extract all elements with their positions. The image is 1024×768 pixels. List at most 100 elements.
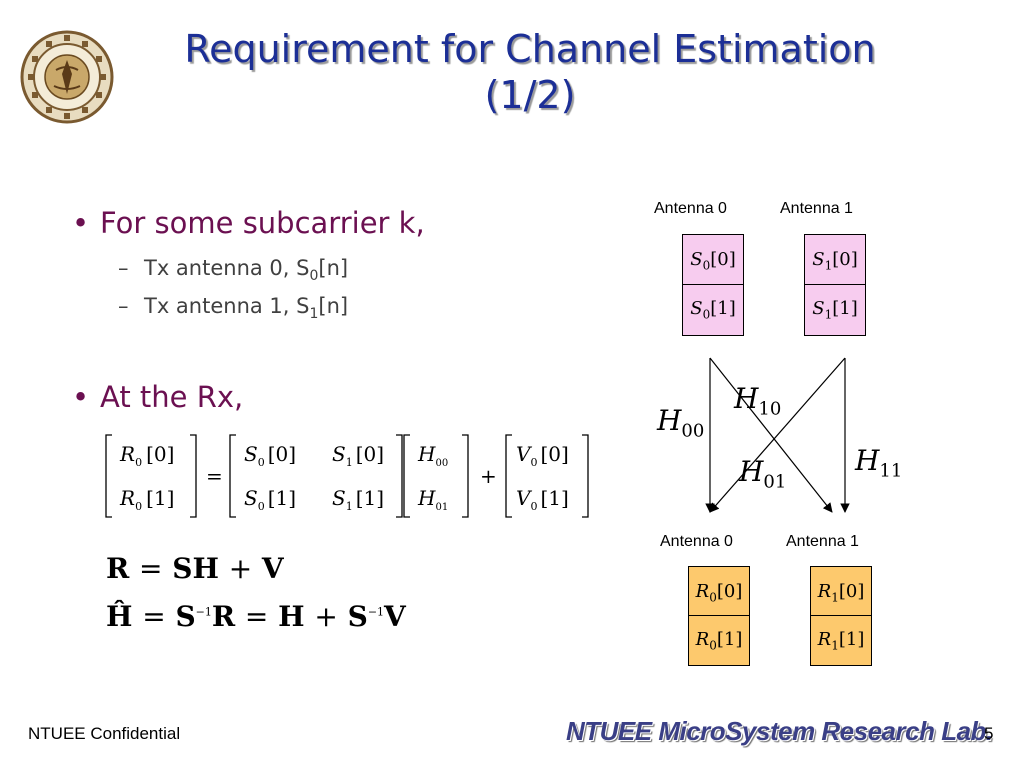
eq2-plus: + [314, 600, 338, 633]
s-idx: [0] [268, 442, 296, 466]
footer-confidential: NTUEE Confidential [28, 724, 181, 743]
tx-antenna-1-symbols: S1[0] S1[1] [804, 234, 866, 336]
eq2-inverse-2: −1 [367, 605, 385, 619]
sym: R [695, 581, 710, 602]
s-sub: 1 [346, 500, 353, 513]
sub-bullet-prefix: Tx antenna 1, S [144, 294, 310, 318]
sub-bullet-tx1: –Tx antenna 1, S1[n] [118, 294, 348, 322]
h-sub: 01 [435, 502, 448, 513]
sym-sub: 1 [824, 307, 833, 322]
sym-idx: [0] [832, 249, 858, 270]
r-sym: R [119, 486, 135, 510]
eq1-rhs: SH [172, 552, 219, 585]
v-sub: 0 [530, 500, 537, 513]
tx-antenna-1-label: Antenna 1 [780, 200, 853, 217]
sym: S [812, 298, 825, 319]
v-sym: V [516, 486, 533, 510]
sym-sub: 0 [709, 638, 717, 653]
svg-text:H01: H01 [417, 486, 448, 513]
sym-idx: [1] [710, 298, 736, 319]
tx-symbol-cell: S0[1] [683, 285, 743, 335]
h-sym: H [417, 442, 436, 466]
s-idx: [0] [356, 442, 384, 466]
svg-text:R0[0]: R0[0] [119, 442, 174, 469]
matrix-equation: R0[0] R0[1] = S0[0] S1[0] S0[1] S1[1] H0… [105, 434, 589, 518]
sym-sub: 0 [709, 590, 717, 605]
channel-label-h00: H00 [657, 404, 705, 442]
sym: S [690, 249, 703, 270]
s-idx: [1] [268, 486, 296, 510]
rx-symbol-cell: R0[0] [689, 567, 749, 616]
sym: R [695, 629, 710, 650]
eq2-s2: S [347, 600, 368, 633]
svg-text:V0[0]: V0[0] [516, 442, 569, 469]
sub-bullet-suffix: [n] [318, 294, 349, 318]
sym-sub: 1 [824, 258, 833, 273]
r-sub: 0 [135, 500, 142, 513]
tx-symbol-cell: S1[0] [805, 235, 865, 285]
svg-text:H00: H00 [417, 442, 448, 469]
svg-text:S1[1]: S1[1] [332, 486, 384, 513]
v-sub: 0 [530, 456, 537, 469]
bullet-dot-icon: • [72, 206, 90, 240]
channel-arrows [705, 357, 850, 513]
channel-label-h01: H01 [739, 455, 787, 493]
svg-text:V0[1]: V0[1] [516, 486, 569, 513]
channel-label-h11: H11 [855, 444, 903, 482]
svg-text:R0[1]: R0 [1] [119, 486, 174, 513]
sym-idx: [0] [838, 581, 865, 602]
sym: R [817, 629, 832, 650]
v-sym: V [516, 442, 533, 466]
dash-icon: – [118, 294, 129, 318]
sub-bullet-subscript: 1 [309, 306, 319, 323]
s-sym: S [244, 442, 258, 466]
bullet-subcarrier: • For some subcarrier k, [72, 206, 425, 240]
eq2-equals-2: = [244, 600, 269, 633]
university-seal-icon [20, 30, 114, 124]
arrow-h10 [709, 357, 846, 513]
eq2-h: H [278, 600, 305, 633]
sym-sub: 1 [831, 638, 839, 653]
sym: S [812, 249, 825, 270]
plus-sign: + [480, 464, 497, 488]
tx-antenna-0-symbols: S0[0] S0[1] [682, 234, 744, 336]
s-sym: S [332, 486, 346, 510]
sym-sub: 1 [831, 590, 839, 605]
r-idx: [1] [146, 486, 174, 510]
sub-bullet-suffix: [n] [318, 256, 349, 280]
v-idx: [0] [540, 442, 568, 466]
eq2-s: S [175, 600, 196, 633]
svg-text:S0[0]: S0[0] [244, 442, 296, 469]
eq2-inverse: −1 [195, 605, 212, 619]
sym-idx: [0] [710, 249, 736, 270]
sub-bullet-tx0: –Tx antenna 0, S0[n] [118, 256, 348, 284]
title-line-1: Requirement for Channel Estimation [184, 27, 876, 71]
rx-antenna-1-symbols: R1[0] R1[1] [810, 566, 872, 666]
page-number: 5 [984, 724, 994, 743]
eq2-r: R [211, 600, 236, 633]
bullet-dot-icon: • [72, 380, 90, 414]
svg-text:S1[0]: S1[0] [332, 442, 384, 469]
h-sym: H [417, 486, 436, 510]
eq1-plus: + [228, 552, 253, 585]
rx-symbol-cell: R0[1] [689, 616, 749, 665]
tx-symbol-cell: S0[0] [683, 235, 743, 285]
equation-rx-model: R = SH + V [106, 552, 284, 585]
eq1-equals: = [139, 552, 163, 585]
bullet-text: For some subcarrier k, [100, 206, 425, 240]
rx-symbol-cell: R1[1] [811, 616, 871, 665]
bullet-rx: • At the Rx, [72, 380, 243, 414]
rx-symbol-cell: R1[0] [811, 567, 871, 616]
sym-sub: 0 [702, 307, 711, 322]
arrow-h01 [709, 357, 833, 513]
channel-label-h10: H10 [734, 382, 782, 420]
tx-symbol-cell: S1[1] [805, 285, 865, 335]
r-idx: [0] [146, 442, 174, 466]
s-idx: [1] [356, 486, 384, 510]
equals-sign: = [206, 464, 223, 488]
tx-antenna-0-label: Antenna 0 [654, 200, 727, 217]
sym: R [817, 581, 832, 602]
eq2-equals: = [142, 600, 166, 633]
sym: S [690, 298, 703, 319]
bullet-text: At the Rx, [100, 380, 244, 414]
